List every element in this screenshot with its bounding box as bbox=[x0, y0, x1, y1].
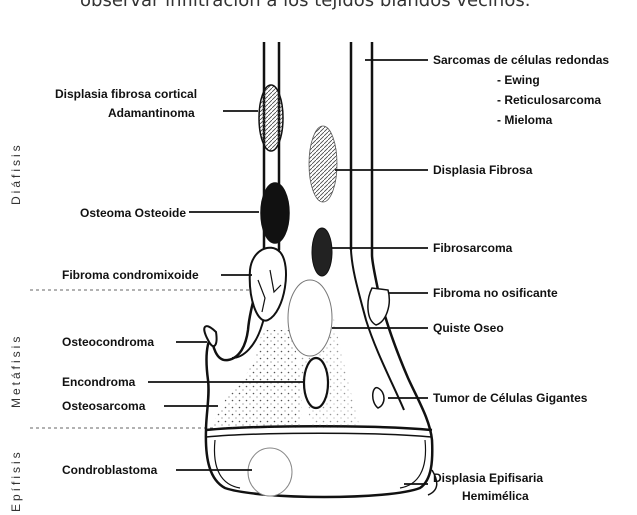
growth-plate-inner bbox=[206, 433, 432, 437]
epiphysis-inner-right bbox=[400, 440, 426, 488]
label-reticulosarcoma: - Reticulosarcoma bbox=[497, 93, 601, 107]
label-fibroma-no-osificante: Fibroma no osificante bbox=[433, 286, 558, 300]
label-mieloma: - Mieloma bbox=[497, 113, 553, 127]
fibroma-condromixoide-lesion bbox=[250, 248, 286, 321]
label-encondroma: Encondroma bbox=[62, 375, 136, 389]
label-osteosarcoma: Osteosarcoma bbox=[62, 399, 146, 413]
condroblastoma-lesion bbox=[248, 448, 292, 496]
osteocondroma-lesion bbox=[204, 326, 216, 346]
label-quiste-oseo: Quiste Oseo bbox=[433, 321, 504, 335]
label-osteocondroma: Osteocondroma bbox=[62, 335, 154, 349]
label-adamantinoma: Adamantinoma bbox=[108, 106, 195, 120]
right-inner-cortex bbox=[351, 250, 404, 410]
left-labels: Displasia fibrosa cortical Adamantinoma … bbox=[55, 87, 199, 477]
region-metafisis: Metáfisis bbox=[9, 334, 23, 408]
caption-text: observar infiltración a los tejidos blan… bbox=[80, 0, 530, 11]
region-epifisis: Epífisis bbox=[9, 449, 23, 512]
label-sarcomas-celulas-redondas: Sarcomas de células redondas bbox=[433, 53, 609, 67]
displasia-fibrosa-lesion bbox=[309, 126, 337, 202]
right-labels: Sarcomas de células redondas - Ewing - R… bbox=[433, 53, 609, 503]
region-diafisis: Diáfisis bbox=[9, 142, 23, 205]
label-hemimelica: Hemimélica bbox=[462, 489, 529, 503]
label-fibrosarcoma: Fibrosarcoma bbox=[433, 241, 513, 255]
adamantinoma-lesion bbox=[259, 85, 283, 151]
label-condroblastoma: Condroblastoma bbox=[62, 463, 158, 477]
epiphysis-inner-left bbox=[214, 440, 240, 488]
quiste-oseo-lesion bbox=[288, 280, 332, 356]
fibrosarcoma-lesion bbox=[312, 228, 332, 276]
osteoma-osteoide-lesion bbox=[261, 183, 289, 243]
label-tumor-celulas-gigantes: Tumor de Células Gigantes bbox=[433, 391, 588, 405]
label-displasia-epifisaria: Displasia Epifisaria bbox=[433, 471, 543, 485]
region-markers: Diáfisis Metáfisis Epífisis bbox=[9, 142, 280, 512]
osteosarcoma-stipple bbox=[210, 330, 302, 428]
tumor-celulas-gigantes-lesion bbox=[373, 388, 384, 408]
encondroma-lesion bbox=[304, 358, 328, 408]
label-fibroma-condromixoide: Fibroma condromixoide bbox=[62, 268, 199, 282]
label-osteoma-osteoide: Osteoma Osteoide bbox=[80, 206, 186, 220]
label-displasia-fibrosa: Displasia Fibrosa bbox=[433, 163, 533, 177]
label-displasia-fibrosa-cortical: Displasia fibrosa cortical bbox=[55, 87, 197, 101]
label-ewing: - Ewing bbox=[497, 73, 540, 87]
